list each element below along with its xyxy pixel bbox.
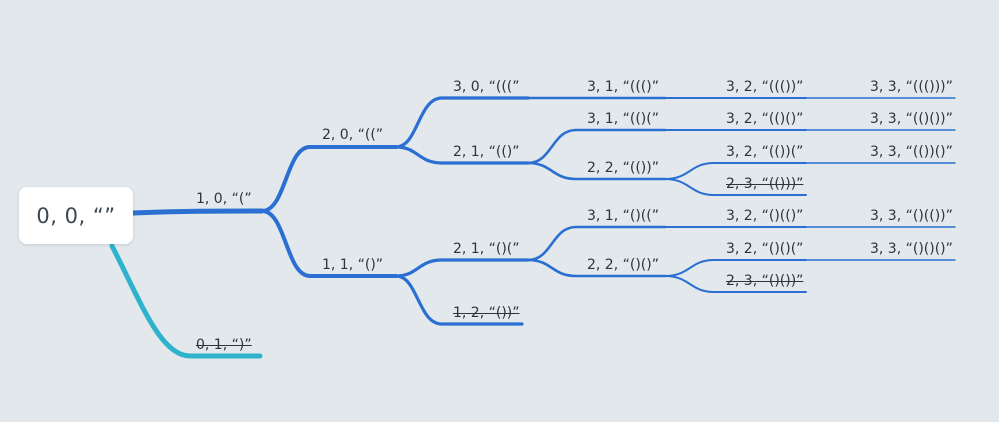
node-3-3-c[interactable]: 3, 3, “(())()” <box>870 144 953 160</box>
edge-2-1b-to-3-1c <box>526 225 667 262</box>
node-2-2-b[interactable]: 2, 2, “()()” <box>587 257 659 273</box>
node-2-2-a[interactable]: 2, 2, “(())” <box>587 160 659 176</box>
node-3-2-c[interactable]: 3, 2, “(())(” <box>726 144 804 160</box>
node-1-2-pruned[interactable]: 1, 2, “())” <box>453 305 520 321</box>
root-node-label: 0, 0, “” <box>36 203 116 228</box>
node-3-3-d[interactable]: 3, 3, “()(())” <box>870 208 953 224</box>
node-3-3-a[interactable]: 3, 3, “((()))” <box>870 79 953 95</box>
node-3-1-c[interactable]: 3, 1, “()((” <box>587 208 659 224</box>
node-3-1-a[interactable]: 3, 1, “((()” <box>587 79 659 95</box>
edge-1-0-to-1-1 <box>260 209 398 278</box>
edge-2-2b-to-3-2e <box>664 259 807 277</box>
edge-2-1b-to-2-2b <box>526 258 667 278</box>
node-3-2-b[interactable]: 3, 2, “(()()” <box>726 111 804 127</box>
edge-2-1a-to-2-2a <box>526 161 667 181</box>
node-2-0[interactable]: 2, 0, “((” <box>322 127 384 143</box>
edge-1-1-to-1-2 <box>394 274 524 326</box>
edge-2-2a-to-2-3a <box>664 178 807 196</box>
node-3-2-e[interactable]: 3, 2, “()()(” <box>726 241 804 257</box>
node-2-3-b-pruned[interactable]: 2, 3, “()())” <box>726 273 804 289</box>
node-3-3-e[interactable]: 3, 3, “()()()” <box>870 241 953 257</box>
edge-2-0-to-2-1a <box>394 145 530 165</box>
edge-1-0-to-2-0 <box>260 145 398 213</box>
root-node[interactable]: 0, 0, “” <box>19 187 133 244</box>
node-3-3-b[interactable]: 3, 3, “(()())” <box>870 111 953 127</box>
node-2-1-b[interactable]: 2, 1, “()(” <box>453 241 520 257</box>
node-3-2-d[interactable]: 3, 2, “()(()” <box>726 208 804 224</box>
node-2-3-a-pruned[interactable]: 2, 3, “(()))” <box>726 176 804 192</box>
edge-2-2a-to-3-2c <box>664 162 807 180</box>
node-3-0[interactable]: 3, 0, “(((” <box>453 79 520 95</box>
edge-2-2b-to-2-3b <box>664 275 807 293</box>
edge-1-1-to-2-1b <box>394 258 530 278</box>
node-0-1-pruned[interactable]: 0, 1, “)” <box>196 337 252 353</box>
node-2-1-a[interactable]: 2, 1, “(()” <box>453 144 520 160</box>
edge-root-to-1-0 <box>130 208 265 216</box>
node-1-0[interactable]: 1, 0, “(” <box>196 191 252 207</box>
node-3-2-a[interactable]: 3, 2, “((())” <box>726 79 804 95</box>
node-3-1-b[interactable]: 3, 1, “(()(” <box>587 111 659 127</box>
node-1-1[interactable]: 1, 1, “()” <box>322 257 384 273</box>
edge-2-1a-to-3-1b <box>526 128 667 165</box>
edge-root-to-0-1 <box>109 243 263 359</box>
edge-2-0-to-3-0 <box>394 96 530 149</box>
